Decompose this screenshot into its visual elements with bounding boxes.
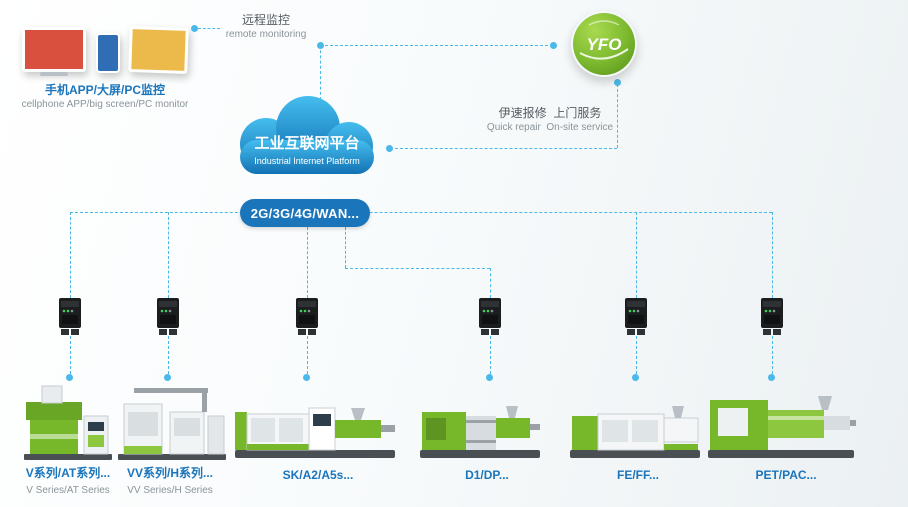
branch-label-v-series: V系列/AT系列... V Series/AT Series (0, 466, 153, 497)
connector-dot (386, 145, 393, 152)
machine-dot (303, 374, 310, 381)
machine-image-sk-series (233, 400, 398, 467)
gateway-device (58, 298, 82, 336)
branch-name-en: VV Series/H Series (127, 485, 213, 496)
branch-name: SK/A2/A5s... (282, 468, 354, 482)
machine-image-d1-series (418, 402, 543, 467)
gateway-machine-line (168, 336, 169, 374)
yfo-logo: YFO (571, 11, 637, 77)
devices-caption-en: cellphone APP/big screen/PC monitor (21, 99, 189, 110)
machine-dot (164, 374, 171, 381)
dashed-connector (320, 45, 553, 46)
yfo-logo-graphic: YFO (573, 13, 635, 75)
gateway-machine-line (490, 336, 491, 374)
gateway-device (156, 298, 180, 336)
network-bus-line (70, 212, 772, 213)
machine-image-pet-series (706, 392, 858, 467)
branch-label-fe-series: FE/FF... (553, 468, 723, 486)
branch-drop-line (772, 212, 773, 298)
gateway-device (760, 298, 784, 336)
branch-name: D1/DP... (465, 468, 509, 482)
gateway-device (295, 298, 319, 336)
machine-image-v-series (22, 382, 114, 467)
branch-drop-line (70, 212, 71, 298)
gateway-device (478, 298, 502, 336)
remote-monitoring-en: remote monitoring (225, 29, 307, 40)
branch-drop-line (345, 227, 346, 268)
gateway-machine-line (70, 336, 71, 374)
cloud-title-en: Industrial Internet Platform (254, 156, 360, 166)
machine-image-fe-series (568, 404, 703, 467)
machine-dot (66, 374, 73, 381)
service-caption: 伊速报修 上门服务 Quick repair On-site service (464, 105, 636, 134)
branch-label-pet-series: PET/PAC... (701, 468, 871, 486)
machine-image-vv-series (116, 380, 228, 467)
gateway-machine-line (772, 336, 773, 374)
gateway-machine-line (307, 336, 308, 374)
branch-drop-line (636, 212, 637, 298)
machine-dot (486, 374, 493, 381)
branch-drop-line (490, 268, 491, 298)
connector-dot (550, 42, 557, 49)
branch-label-vv-series: VV系列/H系列... VV Series/H Series (85, 466, 255, 497)
branch-name: FE/FF... (617, 468, 659, 482)
network-label-text: 2G/3G/4G/WAN... (250, 205, 360, 221)
branch-name: PET/PAC... (755, 468, 817, 482)
branch-label-d1-series: D1/DP... (402, 468, 572, 486)
branch-label-sk-series: SK/A2/A5s... (233, 468, 403, 486)
branch-drop-line (307, 227, 308, 298)
remote-monitoring-zh: 远程监控 (241, 13, 290, 27)
machine-dot (768, 374, 775, 381)
gateway-device (624, 298, 648, 336)
screen-icon (128, 25, 189, 75)
devices-caption-zh: 手机APP/大屏/PC监控 (44, 83, 165, 97)
connector-dot (191, 25, 198, 32)
service-caption-zh: 伊速报修 上门服务 (498, 106, 602, 120)
branch-name-en: V Series/AT Series (26, 485, 110, 496)
dashed-connector (198, 28, 220, 29)
gateway-machine-line (636, 336, 637, 374)
machine-dot (632, 374, 639, 381)
cloud-graphic: 工业互联网平台 Industrial Internet Platform (240, 96, 374, 174)
branch-name: V系列/AT系列... (25, 466, 111, 480)
dashed-connector (390, 148, 617, 149)
monitor-icon (22, 27, 86, 72)
yfo-logo-text: YFO (587, 35, 622, 54)
branch-name: VV系列/H系列... (126, 466, 213, 480)
dashed-connector (617, 84, 618, 148)
monitor-stand (40, 72, 68, 76)
network-label: 2G/3G/4G/WAN... (240, 199, 370, 227)
cloud-platform: 工业互联网平台 Industrial Internet Platform (226, 90, 388, 191)
branch-elbow-line (345, 268, 490, 269)
connector-dot (614, 79, 621, 86)
dashed-connector (320, 45, 321, 100)
phone-icon (96, 33, 120, 73)
cloud-title-zh: 工业互联网平台 (254, 134, 359, 152)
branch-drop-line (168, 212, 169, 298)
service-caption-en: Quick repair On-site service (486, 122, 614, 133)
remote-monitoring-caption: 远程监控 remote monitoring (212, 12, 320, 41)
devices-caption: 手机APP/大屏/PC监控 cellphone APP/big screen/P… (14, 82, 196, 111)
